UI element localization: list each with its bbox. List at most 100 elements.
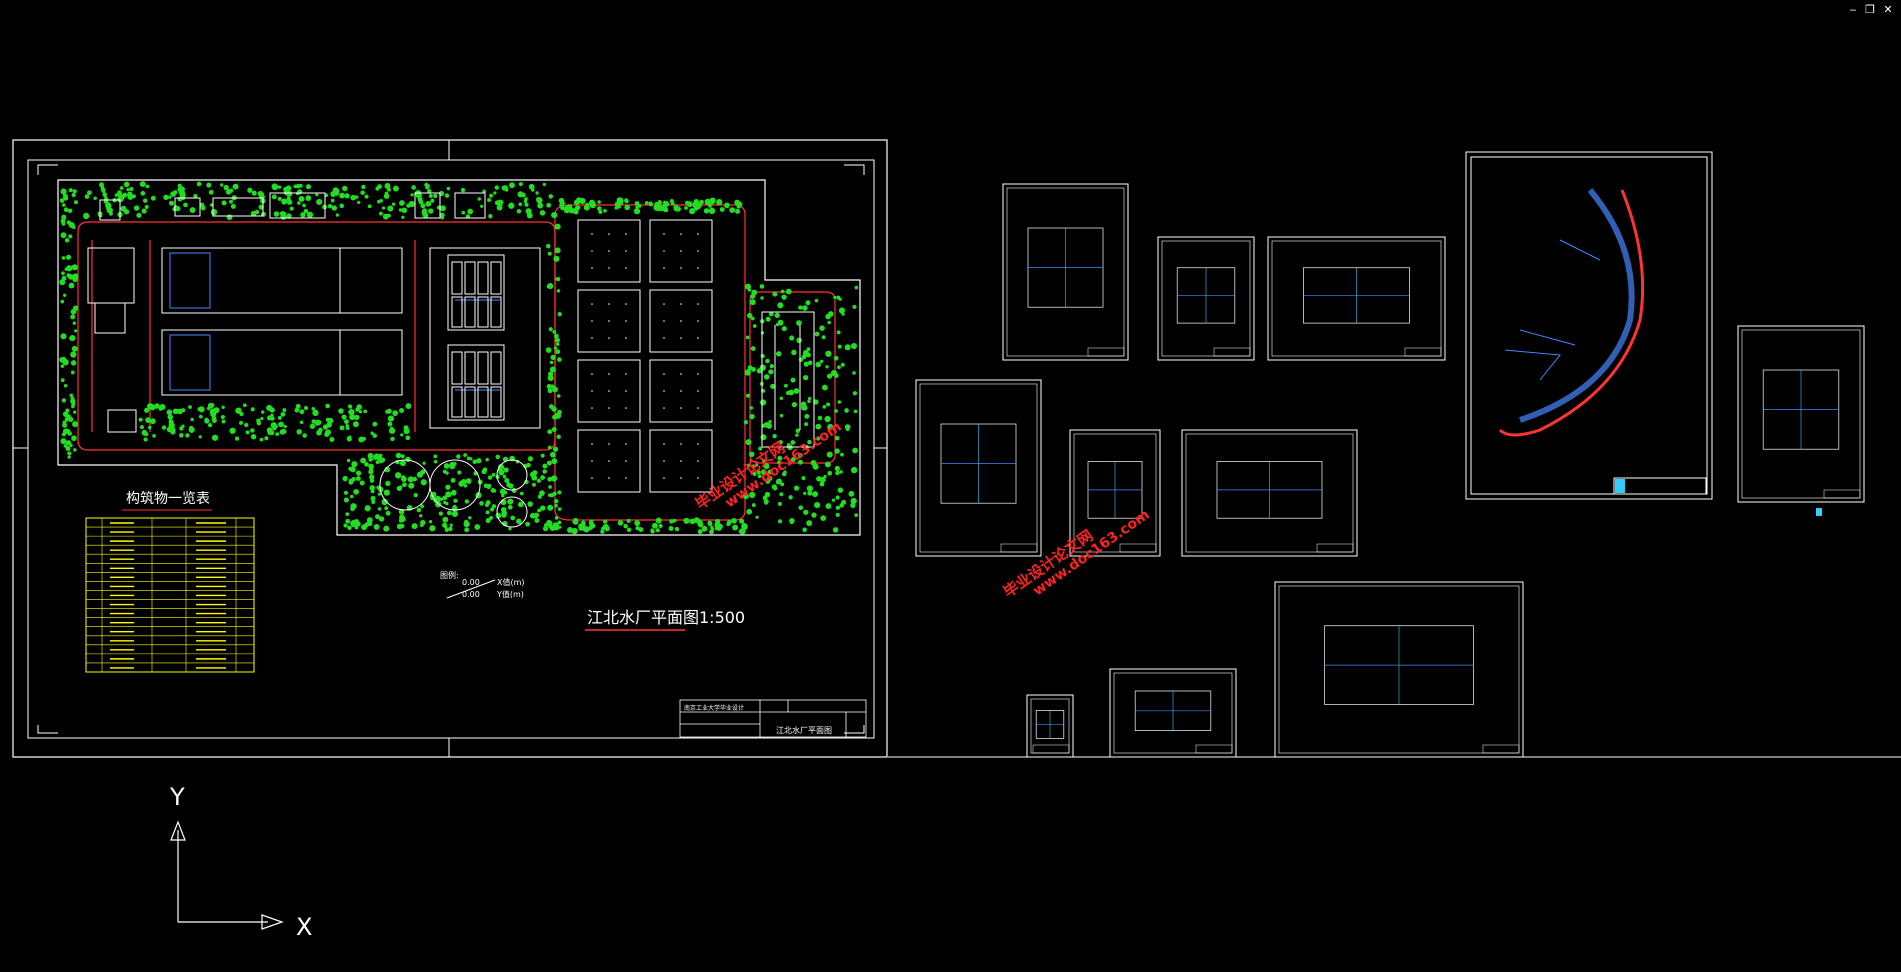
tree xyxy=(467,208,474,215)
tree xyxy=(396,523,403,530)
thumbnail-sheet-border xyxy=(1267,236,1446,361)
tree xyxy=(84,194,90,199)
tree xyxy=(796,320,802,326)
tree xyxy=(378,516,385,522)
column-dot xyxy=(697,250,699,252)
tree xyxy=(554,247,561,254)
tree xyxy=(802,305,808,311)
tree xyxy=(801,354,807,360)
tree xyxy=(555,342,560,346)
tree xyxy=(479,501,484,506)
tree xyxy=(457,470,462,475)
tree xyxy=(451,510,459,517)
filter-building xyxy=(429,247,541,429)
tree xyxy=(560,205,565,211)
tree xyxy=(260,416,264,421)
tree xyxy=(732,524,739,531)
map-logo xyxy=(1615,479,1625,493)
tree xyxy=(785,288,792,295)
tree xyxy=(597,200,601,204)
tree xyxy=(173,190,178,195)
column-dot xyxy=(591,320,593,322)
tree xyxy=(554,515,559,520)
tree xyxy=(825,365,829,369)
column-dot xyxy=(663,250,665,252)
tree xyxy=(442,495,448,501)
tree xyxy=(766,423,773,429)
tree xyxy=(74,329,78,333)
tree xyxy=(819,476,826,483)
tree xyxy=(516,518,522,525)
tree xyxy=(63,444,68,448)
tree xyxy=(827,470,833,476)
close-button[interactable]: ✕ xyxy=(1883,3,1893,16)
tree xyxy=(664,203,668,207)
tree xyxy=(768,311,774,317)
reservoir-cell xyxy=(649,289,713,353)
tree xyxy=(347,404,353,409)
pipeline-map-sheet[interactable] xyxy=(1465,151,1713,500)
tree xyxy=(422,212,428,218)
top-buildings xyxy=(99,192,486,221)
column-dot xyxy=(591,407,593,409)
tree xyxy=(539,210,546,216)
tree xyxy=(463,484,468,488)
tree xyxy=(542,463,548,469)
tree xyxy=(381,206,386,210)
tree xyxy=(250,428,255,433)
tree xyxy=(60,232,67,239)
tree xyxy=(385,510,391,516)
tree xyxy=(357,200,361,205)
tree xyxy=(789,335,795,341)
tree xyxy=(445,491,452,498)
tree xyxy=(819,359,824,364)
tree xyxy=(152,434,156,438)
tree xyxy=(769,364,774,369)
tree xyxy=(72,321,77,325)
tree xyxy=(746,312,753,319)
thumbnail-sheet-border xyxy=(1157,236,1255,361)
tree xyxy=(407,476,414,483)
column-dot xyxy=(680,320,682,322)
tree xyxy=(814,331,820,337)
tree xyxy=(617,520,624,526)
tree xyxy=(539,490,545,496)
tree xyxy=(273,211,280,217)
tree xyxy=(780,289,785,294)
minimize-button[interactable]: ‒ xyxy=(1849,3,1857,16)
tree xyxy=(384,506,389,511)
thumbnail-sheet-border xyxy=(1026,694,1074,758)
tree xyxy=(797,452,803,458)
tree xyxy=(749,299,756,306)
tree xyxy=(837,487,844,493)
tree xyxy=(854,513,859,517)
tree xyxy=(131,194,136,199)
tree xyxy=(70,360,77,366)
tree xyxy=(303,405,309,411)
tree xyxy=(87,190,92,196)
tree xyxy=(442,522,448,528)
tree xyxy=(739,518,745,524)
tree xyxy=(67,451,72,456)
pipe-network xyxy=(1519,188,1635,423)
tree xyxy=(781,325,787,332)
tree xyxy=(370,431,374,435)
tree xyxy=(418,199,424,205)
tree xyxy=(494,200,500,206)
tree xyxy=(72,189,77,194)
tree xyxy=(306,211,314,218)
tree xyxy=(790,457,796,463)
main-plan-sheet[interactable]: 构筑物一览表 图例: 0.00 0.00 X值(m) Y值(m) 江北水厂平面图… xyxy=(12,139,888,758)
corner-mark xyxy=(844,725,865,734)
thumbnail-titleblock xyxy=(1119,543,1157,553)
tree xyxy=(234,436,240,441)
tree xyxy=(366,517,373,524)
tree xyxy=(715,518,721,525)
tree xyxy=(778,519,783,524)
tree xyxy=(827,423,834,431)
tree xyxy=(448,526,453,532)
legend-x: 0.00 xyxy=(462,578,480,587)
tree xyxy=(63,207,69,213)
restore-button[interactable]: ❐ xyxy=(1865,3,1875,16)
